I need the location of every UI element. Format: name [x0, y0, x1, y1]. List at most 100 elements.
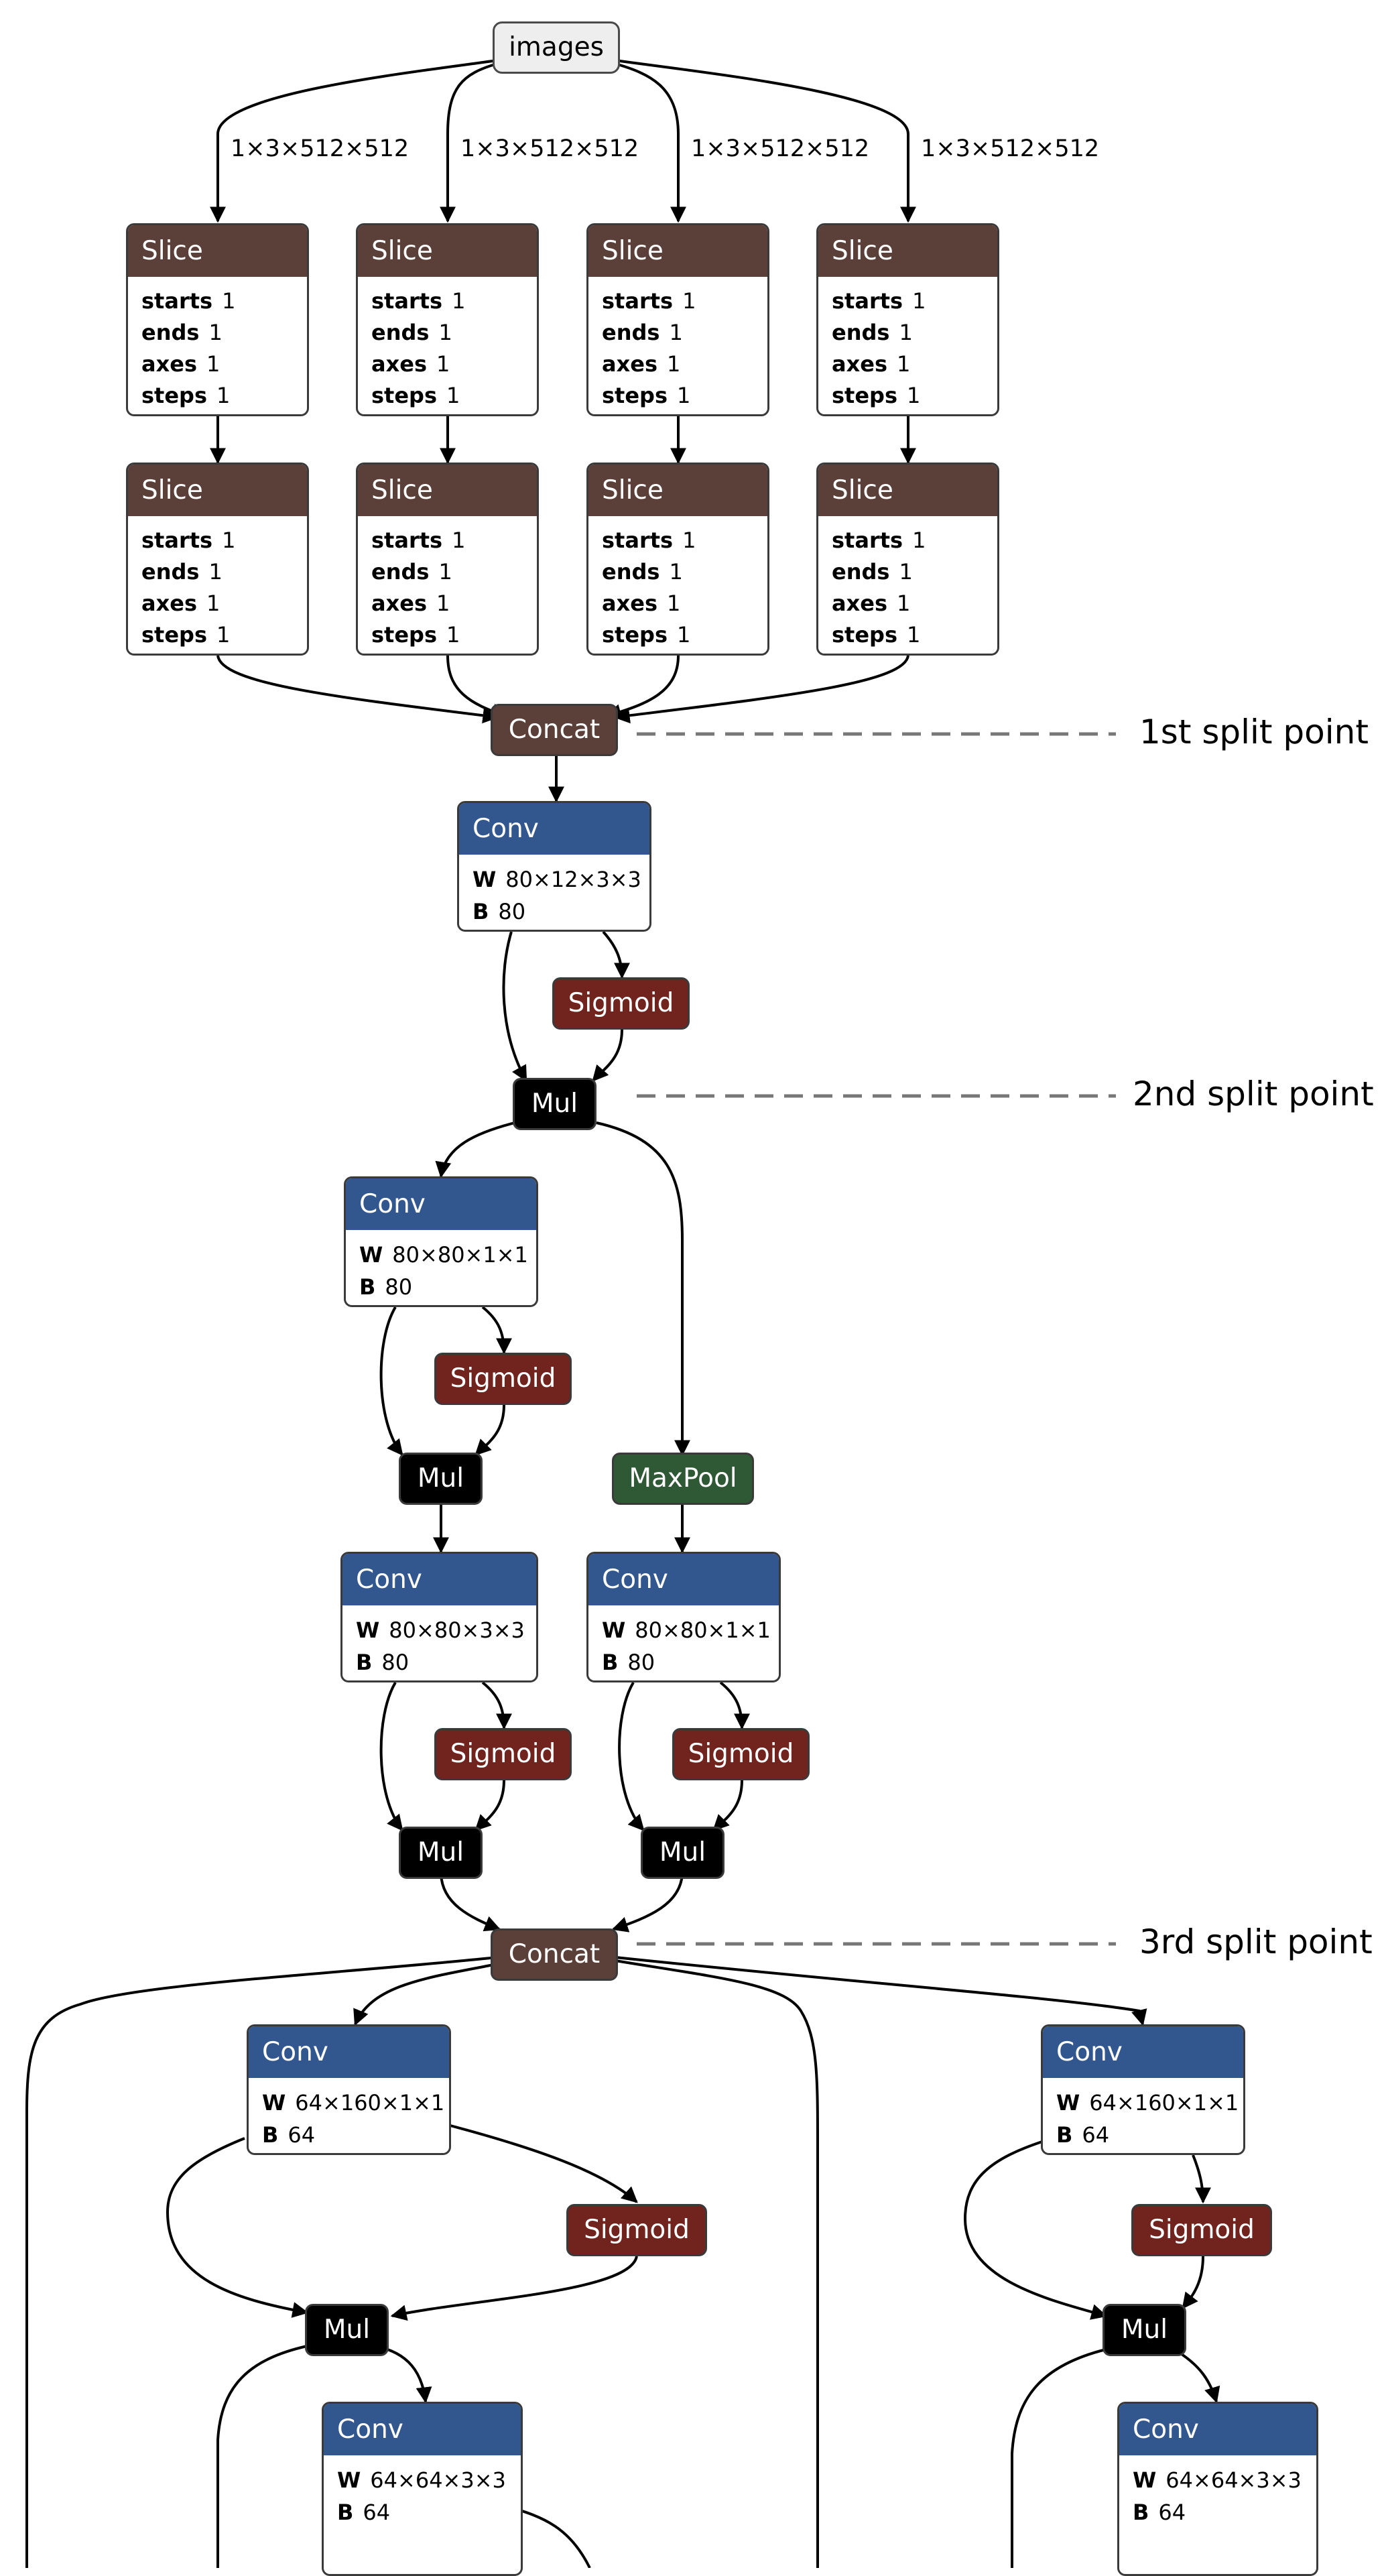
tensor-shape-label: 1×3×512×512: [231, 135, 410, 162]
edge-mul4-concat2: [611, 1874, 684, 1933]
edge-sigmoid5-mul5: [390, 2256, 638, 2321]
concat-node[interactable]: Concat: [491, 704, 618, 756]
edge-images-slice3: [615, 62, 686, 223]
sigmoid-node[interactable]: Sigmoid: [434, 1353, 572, 1405]
edge-sigmoid6-mul6: [1182, 2256, 1204, 2309]
split-point-label: 3rd split point: [1139, 1922, 1373, 1961]
mul-node[interactable]: Mul: [641, 1827, 724, 1879]
mul-node[interactable]: Mul: [399, 1827, 483, 1879]
sigmoid-node[interactable]: Sigmoid: [672, 1728, 810, 1780]
edge-conv3-sigmoid3: [481, 1681, 512, 1730]
slice-node-header: Slice: [818, 465, 997, 516]
edge-sigmoid1-mul1: [592, 1029, 623, 1082]
edge-slice3-concat: [605, 655, 680, 720]
conv-node-header: Conv: [459, 803, 649, 855]
slice-node-header: Slice: [358, 225, 537, 277]
tensor-shape-label: 1×3×512×512: [691, 135, 870, 162]
edge-mul2nd-maxpool: [596, 1121, 690, 1457]
sigmoid-node[interactable]: Sigmoid: [566, 2204, 707, 2256]
sigmoid-node[interactable]: Sigmoid: [434, 1728, 572, 1780]
edge-mul3-concat2: [440, 1874, 501, 1932]
mul-node[interactable]: Mul: [305, 2304, 389, 2356]
mul-node[interactable]: Mul: [513, 1078, 596, 1130]
edge-concat2-conv6: [615, 1956, 1147, 2026]
edge-conv5-mul5: [166, 2137, 309, 2318]
conv-node-header: Conv: [324, 2404, 521, 2455]
maxpool-node[interactable]: MaxPool: [612, 1453, 754, 1505]
concat-node[interactable]: Concat: [491, 1928, 618, 1981]
mul-node[interactable]: Mul: [1102, 2304, 1186, 2356]
mul-node[interactable]: Mul: [399, 1453, 483, 1505]
edge-sigmoid2-mul2: [475, 1404, 505, 1456]
edge-conv4-mul4: [618, 1681, 645, 1831]
edge-images-slice2: [440, 62, 498, 223]
images-input-label: images: [509, 32, 604, 62]
edge-mul6-conv8: [1178, 2351, 1220, 2404]
edge-mul5-down: [216, 2345, 308, 2568]
edge-conv1-sigmoid1: [602, 930, 630, 979]
sigmoid-node[interactable]: Sigmoid: [552, 977, 690, 1030]
images-input-node[interactable]: images: [493, 21, 620, 74]
edge-conv6-sigmoid6: [1192, 2154, 1211, 2204]
edge-mul2nd-conv2: [435, 1121, 515, 1178]
sigmoid-node[interactable]: Sigmoid: [1131, 2204, 1272, 2256]
slice-node-header: Slice: [818, 225, 997, 277]
split-point-label: 2nd split point: [1133, 1075, 1374, 1113]
edge-images-slice1: [210, 59, 498, 223]
conv-node-header: Conv: [1043, 2026, 1243, 2078]
edge-conv6-mul6: [963, 2140, 1108, 2320]
conv-node-header: Conv: [249, 2026, 449, 2078]
edge-conv1-mul1: [502, 931, 527, 1083]
edge-mul6-down: [1011, 2348, 1107, 2568]
tensor-shape-label: 1×3×512×512: [460, 135, 639, 162]
slice-node-header: Slice: [588, 225, 767, 277]
tensor-shape-label: 1×3×512×512: [921, 135, 1100, 162]
edge-conv4-sigmoid4: [719, 1681, 750, 1730]
